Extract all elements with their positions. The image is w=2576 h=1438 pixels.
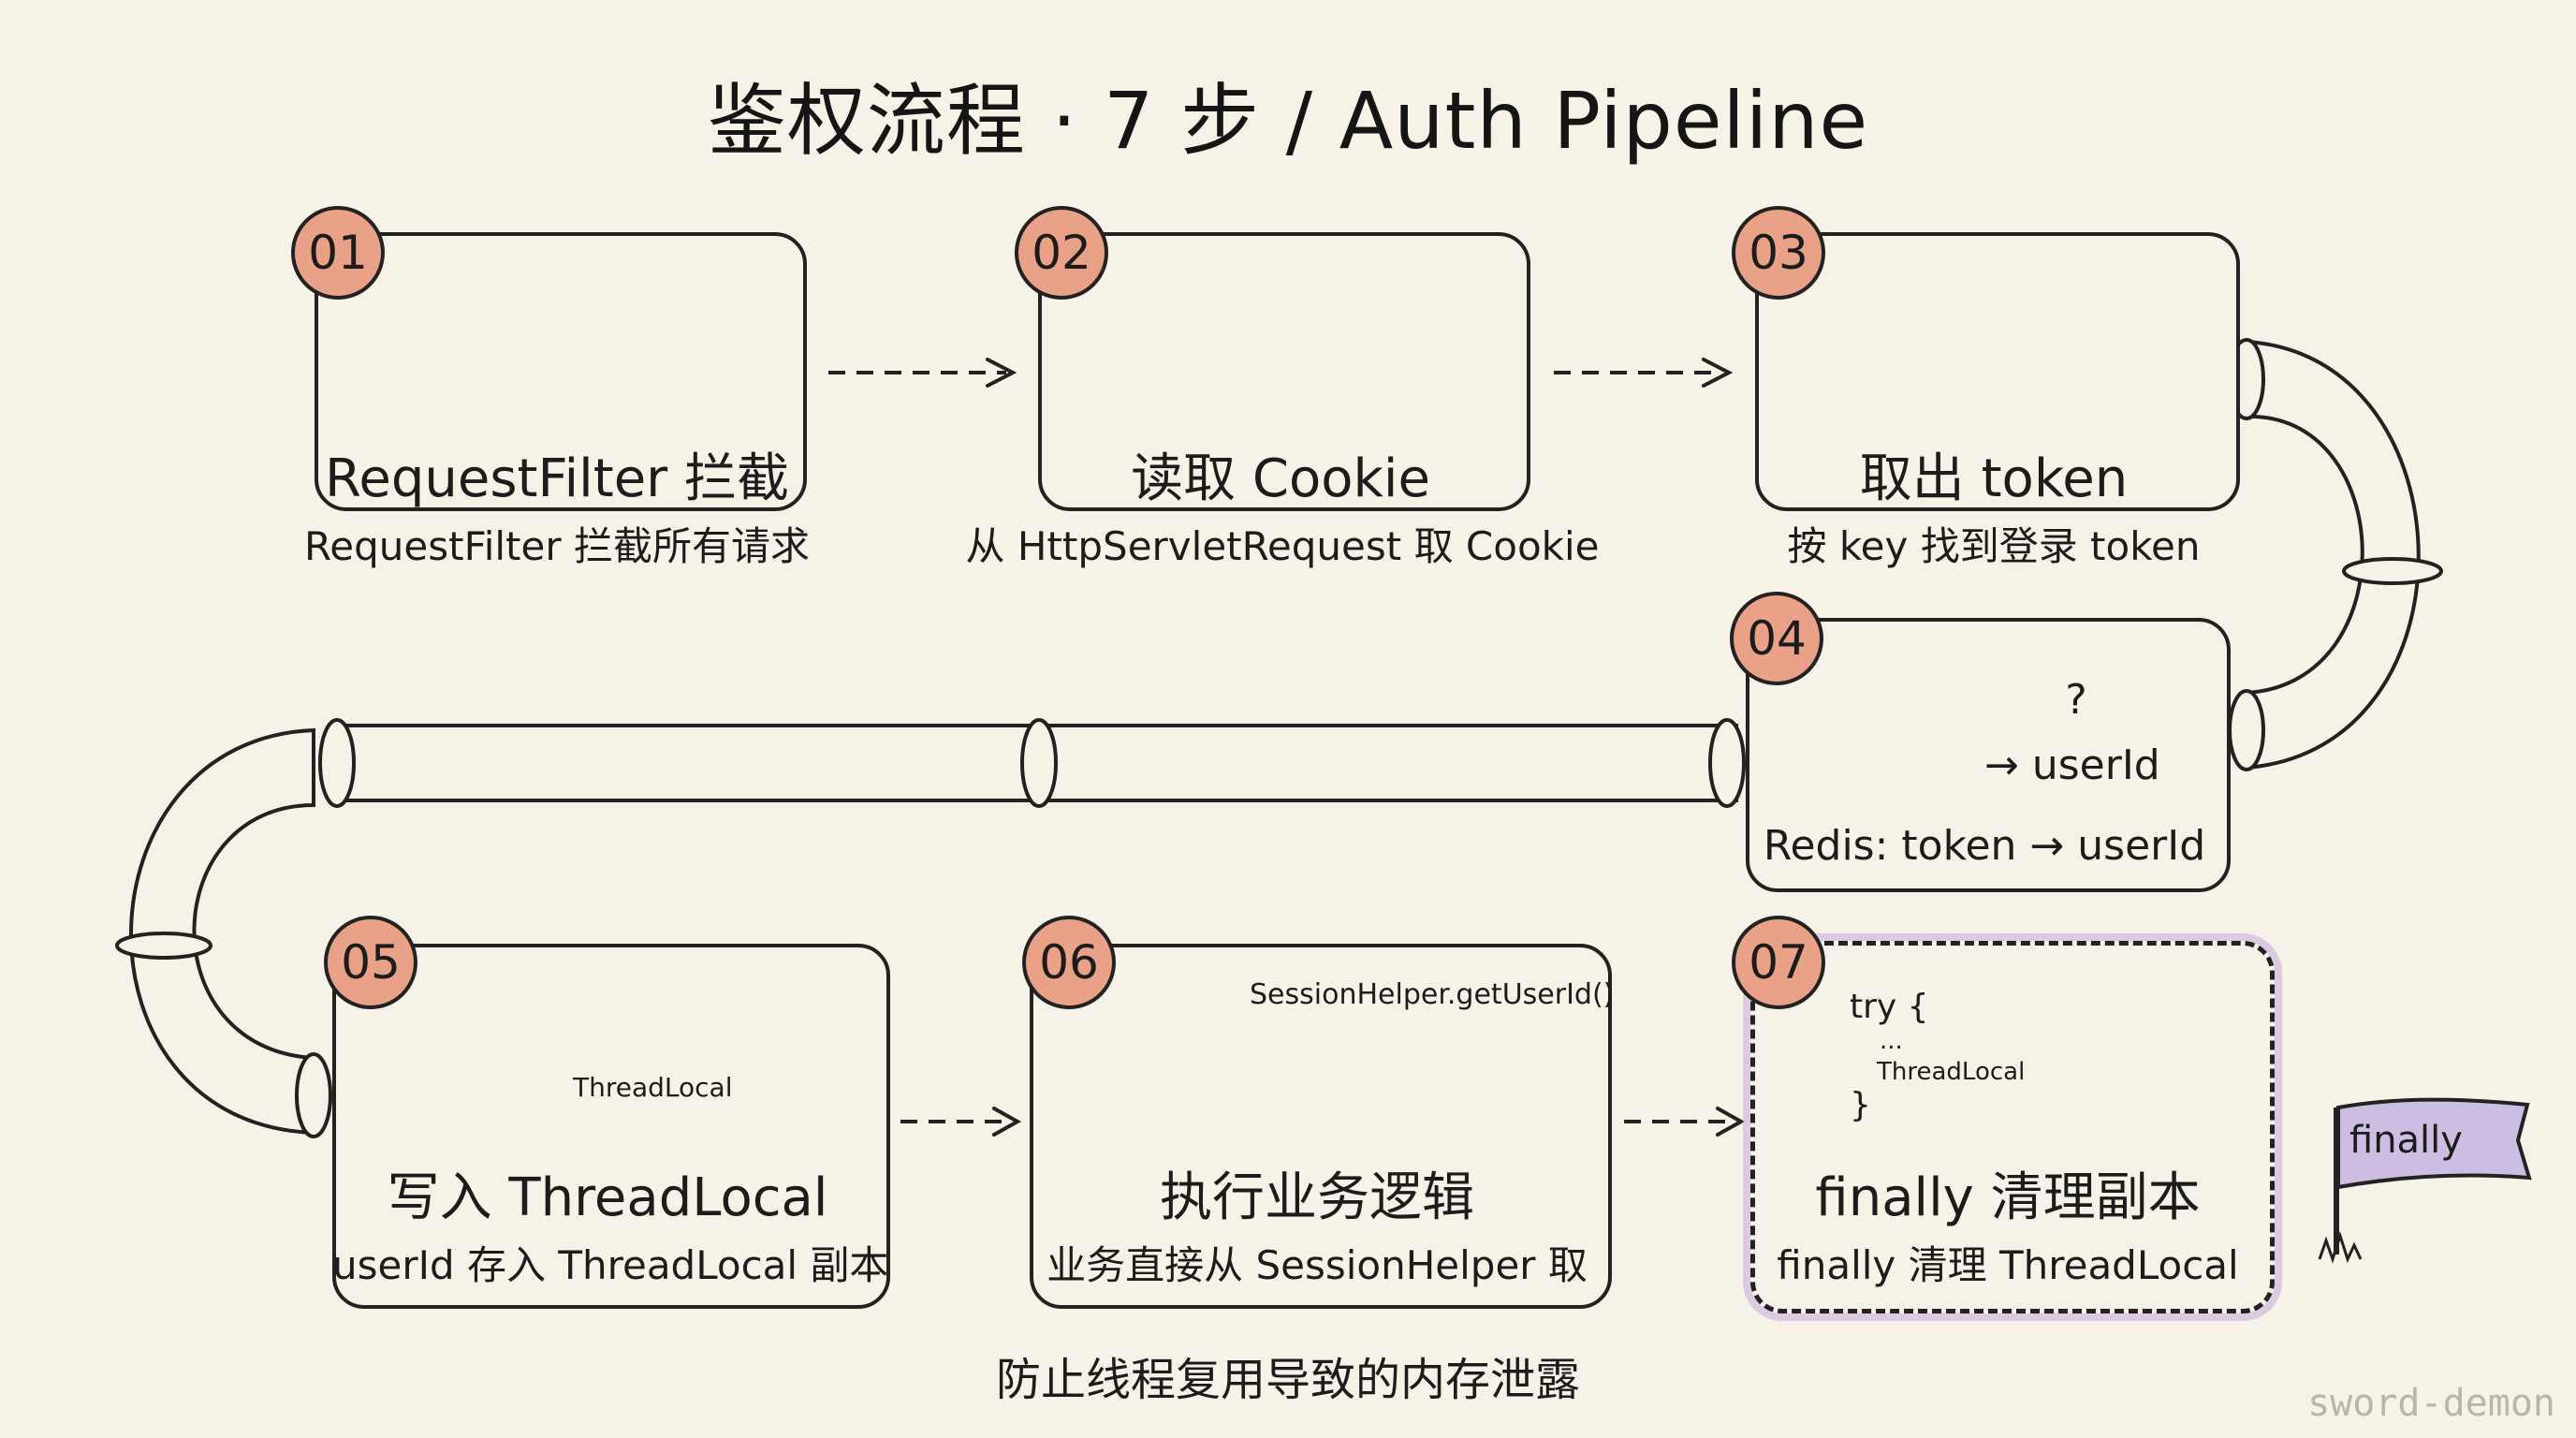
flow-arrows <box>828 371 1736 1123</box>
code-dots: ... <box>1880 1027 1903 1055</box>
grass-icon <box>2318 1231 2363 1264</box>
step-label-06: 执行业务逻辑 <box>1160 1167 1474 1228</box>
step-badge-01: 01 <box>291 206 385 300</box>
finish-flag <box>2318 1097 2532 1264</box>
step-box-05 <box>332 944 890 1309</box>
step-sub-05: userId 存入 ThreadLocal 副本 <box>332 1242 889 1288</box>
left-elbow-pipe <box>129 727 315 1136</box>
pipe-joint <box>1708 718 1746 808</box>
watermark: sword-demon <box>2307 1382 2555 1425</box>
thought-text: SessionHelper.getUserId() <box>1250 978 1615 1011</box>
step-box-03 <box>1755 232 2240 511</box>
code-close: } <box>1850 1086 1871 1124</box>
step-sub-02: 从 HttpServletRequest 取 Cookie <box>965 523 1600 569</box>
code-try: try { <box>1850 988 1929 1026</box>
step-sub-06: 业务直接从 SessionHelper 取 <box>1046 1242 1588 1288</box>
step-badge-02: 02 <box>1015 206 1108 300</box>
step-box-02 <box>1038 232 1530 511</box>
step-badge-06: 06 <box>1022 916 1116 1009</box>
flag-label: finally <box>2349 1119 2463 1162</box>
arrow-heads <box>986 358 1746 1137</box>
page-title: 鉴权流程 · 7 步 / Auth Pipeline <box>707 75 1869 167</box>
pipes <box>115 338 2443 1138</box>
footer-note: 防止线程复用导致的内存泄露 <box>995 1354 1580 1406</box>
question-mark: ? <box>2065 676 2087 724</box>
step-label-05: 写入 ThreadLocal <box>387 1167 828 1228</box>
step-box-07 <box>1750 941 2275 1313</box>
step-badge-04: 04 <box>1730 592 1823 685</box>
step-sub-07: finally 清理 ThreadLocal <box>1777 1242 2239 1288</box>
pipe-joint <box>1020 718 1058 808</box>
step-sub-01: RequestFilter 拦截所有请求 <box>304 523 810 569</box>
step-label-03: 取出 token <box>1859 448 2129 509</box>
step-box-04 <box>1746 618 2231 892</box>
step-label-07: finally 清理副本 <box>1815 1167 2201 1228</box>
step-sub-03: 按 key 找到登录 token <box>1787 523 2201 569</box>
pipe-joint <box>115 932 212 960</box>
flag-icon <box>2336 1097 2532 1190</box>
step-badge-03: 03 <box>1732 206 1825 300</box>
step-label-04: Redis: token → userId <box>1763 822 2206 870</box>
pipe-joint <box>295 1052 332 1138</box>
pipe-joint <box>2228 689 2265 771</box>
pipe-joint <box>2342 557 2443 585</box>
code-threadlocal: ThreadLocal <box>1877 1058 2026 1086</box>
step-box-01 <box>315 232 807 511</box>
right-elbow-pipe <box>2245 339 2421 770</box>
output-userid: → userId <box>1984 741 2160 789</box>
step-label-02: 读取 Cookie <box>1131 448 1430 509</box>
threadlocal-box-label: ThreadLocal <box>573 1072 733 1103</box>
step-box-06 <box>1030 944 1612 1309</box>
pipe-joint <box>318 718 356 808</box>
step-label-01: RequestFilter 拦截 <box>325 448 789 509</box>
step-badge-05: 05 <box>324 916 417 1009</box>
step-badge-07: 07 <box>1732 916 1825 1009</box>
